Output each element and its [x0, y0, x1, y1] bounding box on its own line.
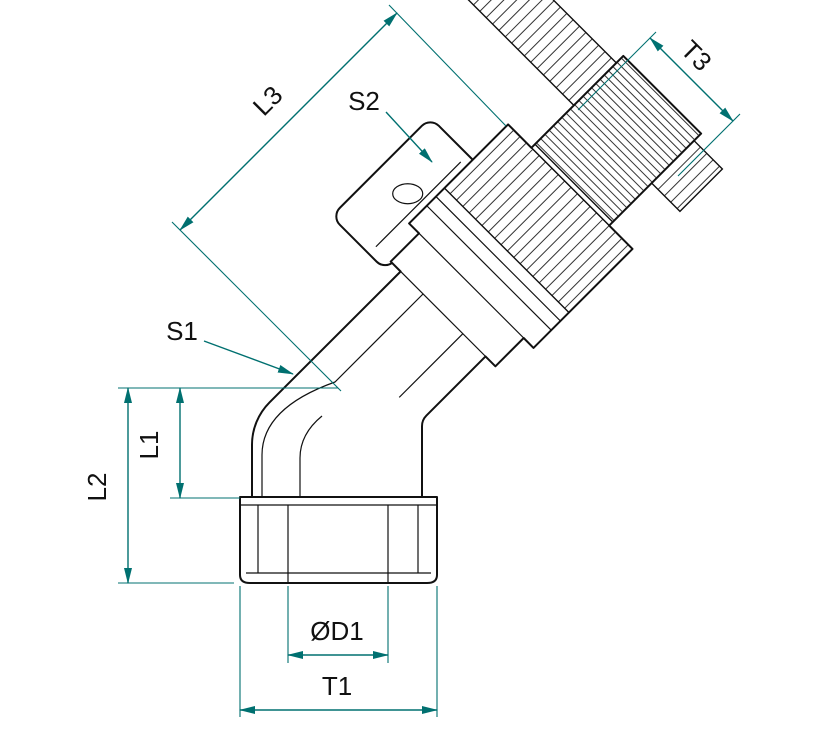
dimension-s1: S1: [166, 316, 294, 375]
arm-step-line-1: [390, 261, 496, 367]
s1-label: S1: [166, 316, 198, 346]
t3-extension-line-2: [677, 113, 741, 177]
l3-dimension-line: [179, 12, 398, 231]
arm-step-line-2: [408, 223, 534, 349]
dimension-l2: L2: [82, 387, 338, 584]
bracket-fold-line: [375, 161, 462, 248]
t3-label: T3: [675, 34, 718, 77]
t3-dimension-line: [649, 37, 734, 122]
t3-extension-line-1: [577, 31, 657, 111]
s2-label: S2: [348, 86, 380, 116]
nut-groove-1: [426, 205, 552, 331]
nut-groove-2: [435, 196, 561, 322]
hex-nut: [239, 496, 438, 584]
neck-surface-line: [398, 333, 464, 398]
l3-extension-line-2: [388, 4, 507, 127]
arm-details: [375, 0, 724, 398]
wall-section-upper: [456, 0, 618, 107]
dimension-d1: ØD1: [287, 586, 389, 663]
dimension-t1: T1: [239, 586, 438, 717]
s2-leader-line: [385, 111, 433, 163]
nut-end-face-line: [507, 124, 633, 250]
bend-surface-line-1: [261, 293, 424, 497]
t1-label: T1: [322, 671, 352, 701]
l2-label: L2: [82, 473, 112, 502]
l3-extension-line-1: [171, 221, 342, 392]
s1-leader-line: [203, 340, 294, 375]
l3-label: L3: [247, 80, 289, 122]
d1-label: ØD1: [310, 616, 363, 646]
l1-label: L1: [134, 431, 164, 460]
dimension-l1: L1: [134, 387, 240, 499]
bend-surface-line-2: [299, 415, 323, 497]
dimension-s2: S2: [348, 86, 433, 163]
wall-section-lower: [650, 139, 724, 213]
